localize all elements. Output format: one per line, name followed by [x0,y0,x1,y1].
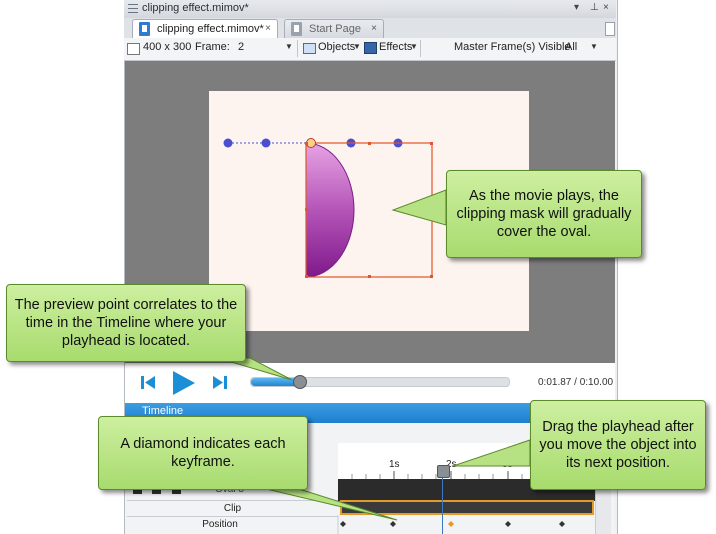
tab-label: clipping effect.mimov* [157,23,264,35]
row-label-position[interactable]: Position [202,519,238,530]
callout-diamond: A diamond indicates each keyframe. [98,416,308,490]
position-keyframes [337,515,565,534]
resize-handle[interactable] [305,208,308,211]
divider [297,40,298,57]
window-title: clipping effect.mimov* [142,2,249,14]
master-frames-select[interactable]: All [565,41,578,53]
play-icon[interactable] [173,371,195,395]
keyframe-diamond[interactable] [340,521,346,527]
playback-controls [141,371,227,395]
progress-track[interactable] [250,377,510,387]
effects-menu[interactable]: Effects [379,41,413,53]
close-tab-icon[interactable]: × [371,23,377,34]
clip-track-bar[interactable] [340,500,594,515]
keyframe-diamond[interactable] [505,521,511,527]
keyframe-diamond-selected[interactable] [448,521,454,527]
objects-icon [303,43,316,54]
ruler-ticks [351,471,566,479]
tick-label: 2s [446,459,457,470]
chevron-down-icon[interactable]: ▼ [353,42,361,51]
chevron-down-icon[interactable]: ▼ [410,42,418,51]
callout-drag-playhead: Drag the playhead after you move the obj… [530,400,706,490]
playhead-handle[interactable] [437,465,450,478]
resize-handle[interactable] [305,142,308,145]
canvas-size[interactable]: 400 x 300 [143,41,192,53]
keyframe-diamond[interactable] [390,521,396,527]
resize-handle[interactable] [305,275,308,278]
resize-handle[interactable] [430,142,433,145]
tab-list-icon[interactable] [605,22,615,36]
resize-handle[interactable] [430,275,433,278]
resize-handle[interactable] [368,275,371,278]
path-point[interactable] [261,138,271,148]
divider [127,516,338,517]
objects-menu[interactable]: Objects [318,41,356,53]
grip-icon[interactable] [128,4,138,13]
close-window-icon[interactable]: × [603,2,609,13]
frame-value: 2 [238,41,245,53]
tab-label: Start Page [309,23,361,35]
clipped-oval[interactable] [305,142,355,278]
tick-label: 1s [389,459,400,470]
close-tab-icon[interactable]: × [265,23,271,34]
tab-clipping-effect[interactable]: clipping effect.mimov* × [132,19,278,38]
frame-select[interactable]: 2 [238,41,292,53]
pin-icon[interactable]: ⊥ [590,2,599,13]
skip-back-icon[interactable] [141,376,155,389]
timeline-title: Timeline [142,405,184,417]
time-readout: 0:01.87 / 0:10.00 [538,377,614,388]
path-point[interactable] [223,138,233,148]
document-icon [139,22,150,36]
dropdown-icon[interactable]: ▾ [574,2,580,13]
playhead-line [442,467,443,534]
row-label-clip[interactable]: Clip [223,503,242,514]
callout-preview-point: The preview point correlates to the time… [6,284,246,362]
divider [420,40,421,57]
divider [127,500,338,501]
resize-handle[interactable] [368,142,371,145]
chevron-down-icon[interactable]: ▼ [590,42,598,51]
frame-label: Frame: [195,41,230,53]
callout-canvas: As the movie plays, the clipping mask wi… [446,170,642,258]
skip-forward-icon[interactable] [213,376,227,389]
resize-icon[interactable] [127,43,140,55]
document-icon [291,22,302,36]
progress-fill [251,378,301,386]
effects-icon [364,42,377,54]
tab-start-page[interactable]: Start Page × [284,19,384,38]
keyframe-diamond[interactable] [559,521,565,527]
preview-point-handle[interactable] [293,375,308,389]
master-frames-label: Master Frame(s) Visible [454,41,571,53]
chevron-down-icon[interactable]: ▼ [285,42,293,51]
